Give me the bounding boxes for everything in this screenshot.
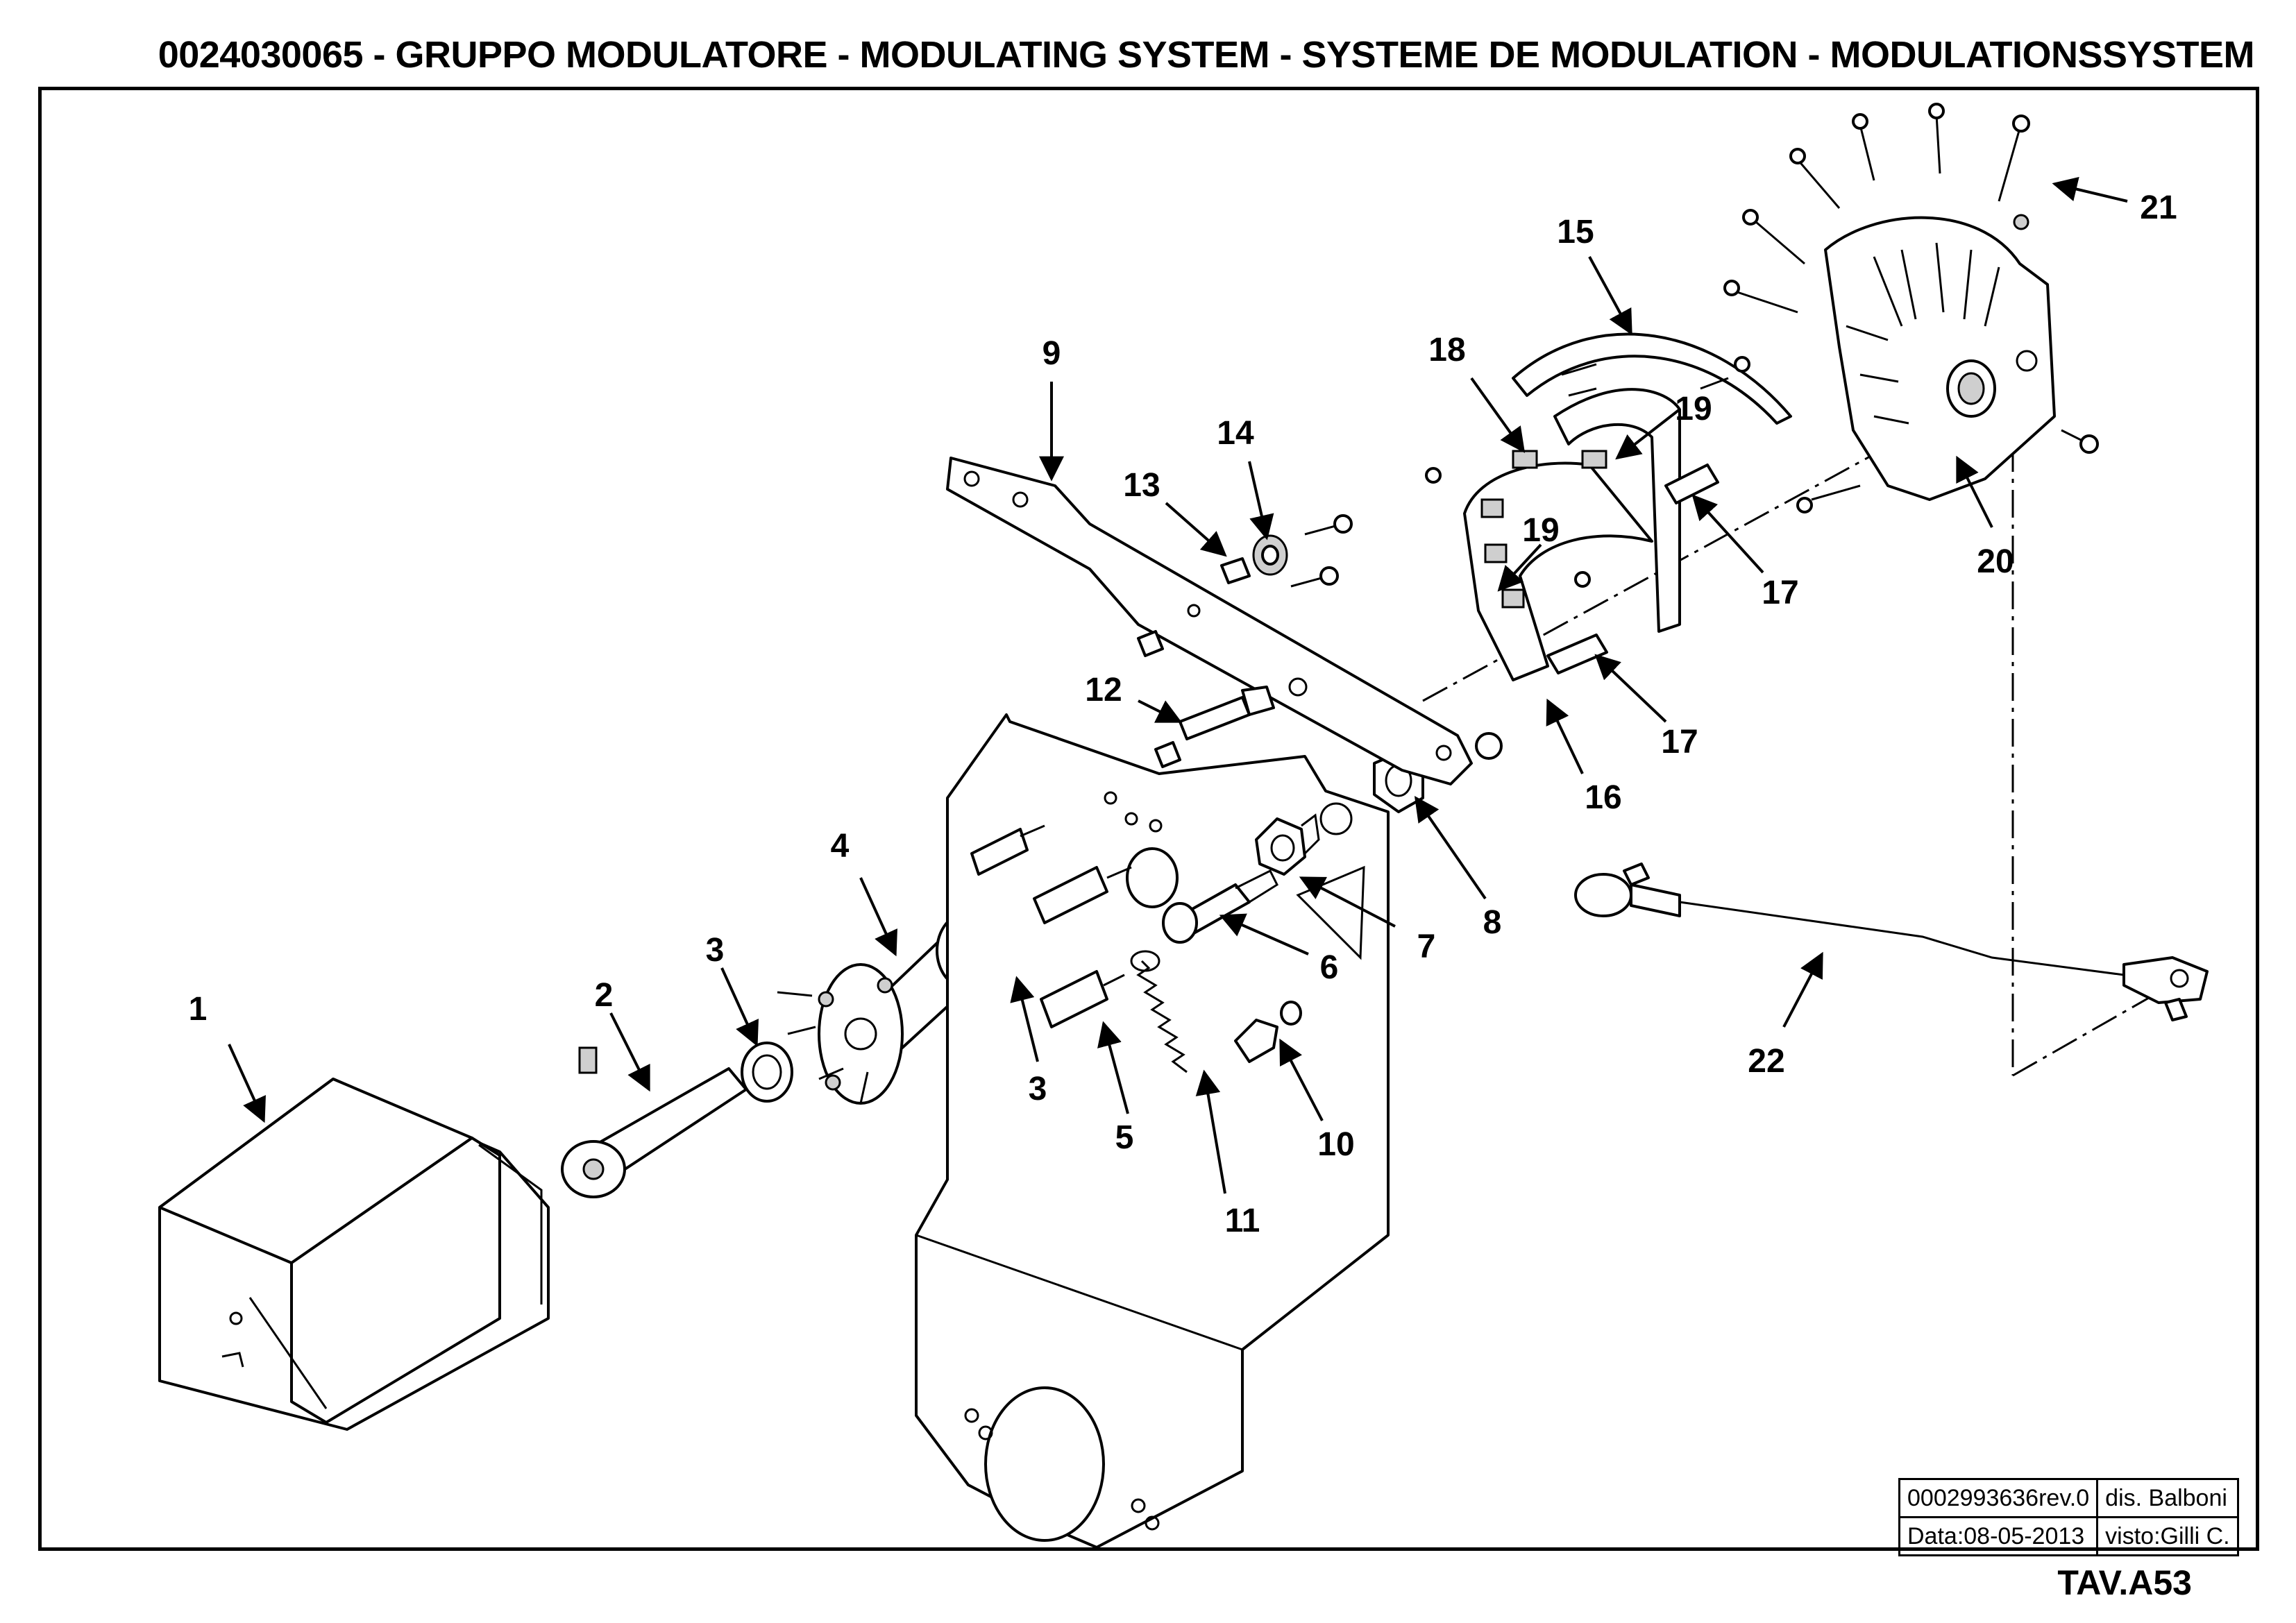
drawing-number: 0002993636rev.0 bbox=[1898, 1478, 2099, 1518]
callout-label: 15 bbox=[1557, 214, 1594, 250]
callout-label: 6 bbox=[1320, 949, 1339, 986]
callout-label: 17 bbox=[1661, 724, 1698, 760]
adjustment-sector bbox=[1824, 216, 2056, 501]
roller-pin bbox=[1475, 464, 1719, 760]
drawing-date: Data:08-05-2013 bbox=[1898, 1516, 2099, 1556]
callout-labels: 1 2 3 3 4 5 6 7 8 9 10 11 12 13 14 15 16… bbox=[189, 189, 2177, 1239]
callout-label: 21 bbox=[2140, 189, 2177, 226]
actuator-motor bbox=[158, 1078, 550, 1431]
callout-label: 10 bbox=[1317, 1126, 1354, 1163]
tension-spring bbox=[1130, 950, 1188, 1073]
callout-label: 17 bbox=[1762, 575, 1798, 611]
plate-code: TAV.A53 bbox=[2057, 1563, 2192, 1602]
threaded-stud bbox=[1137, 630, 1308, 768]
mounting-plate bbox=[915, 713, 1390, 1549]
callout-label: 16 bbox=[1585, 779, 1621, 816]
callout-label: 12 bbox=[1085, 672, 1122, 708]
callout-label: 3 bbox=[706, 932, 725, 969]
lever-arm bbox=[946, 457, 1473, 785]
leader-arrows bbox=[228, 176, 2128, 1194]
callout-label: 5 bbox=[1115, 1119, 1134, 1156]
callout-label: 14 bbox=[1217, 415, 1254, 452]
callout-label: 22 bbox=[1748, 1043, 1784, 1080]
page-title: 0024030065 - GRUPPO MODULATORE - MODULAT… bbox=[158, 34, 2255, 76]
callout-label: 9 bbox=[1043, 335, 1061, 372]
callout-label: 19 bbox=[1522, 512, 1559, 549]
pivot-pin bbox=[1162, 869, 1278, 944]
connecting-rod bbox=[1574, 863, 2209, 1021]
standoff-spacer bbox=[970, 824, 1132, 1028]
grease-nipple bbox=[1234, 1001, 1302, 1063]
drive-shaft bbox=[561, 1046, 748, 1198]
callout-label: 18 bbox=[1428, 332, 1465, 368]
callout-label: 13 bbox=[1123, 467, 1160, 504]
nut-with-washer bbox=[1255, 813, 1320, 876]
callout-label: 11 bbox=[1225, 1203, 1260, 1239]
callout-label: 19 bbox=[1675, 391, 1712, 427]
callout-label: 1 bbox=[189, 991, 208, 1028]
bearing bbox=[1220, 514, 1353, 588]
callout-label: 20 bbox=[1977, 543, 2014, 580]
title-block: 0002993636rev.0 dis. Balboni Data:08-05-… bbox=[1898, 1478, 2239, 1556]
cam-plate-assembly bbox=[1425, 332, 1792, 681]
callout-label: 8 bbox=[1483, 904, 1502, 941]
drawing-frame bbox=[38, 87, 2259, 1551]
callout-label: 7 bbox=[1417, 928, 1436, 965]
drawn-by: dis. Balboni bbox=[2096, 1478, 2239, 1518]
callout-label: 4 bbox=[831, 828, 850, 865]
callout-label: 2 bbox=[595, 977, 614, 1014]
checked-by: visto:Gilli C. bbox=[2096, 1516, 2239, 1556]
callout-label: 3 bbox=[1029, 1071, 1047, 1107]
adjustment-screw bbox=[1723, 103, 2099, 513]
